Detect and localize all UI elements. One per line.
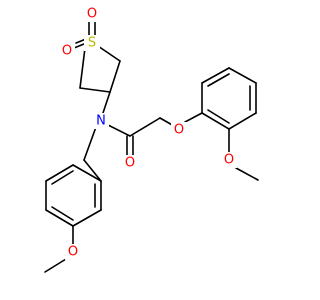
- molecule-diagram: S O O N O O O O: [44, 6, 259, 273]
- atom-labels: S O O N O O O O: [59, 6, 237, 260]
- structure-svg: S O O N O O O O: [44, 6, 259, 273]
- ring-to-nitrogen-bond: [101, 91, 111, 117]
- ether-oxygen-label: O: [174, 123, 184, 138]
- benzyl-methoxy-group: [44, 225, 74, 273]
- aryl-methoxy-oxygen-label: O: [224, 153, 234, 168]
- nitrogen-to-carbonyl-bond: [107, 124, 131, 137]
- amide-nitrogen-label: N: [96, 114, 106, 129]
- carbonyl-to-methylene-bond: [129, 117, 161, 137]
- sulfolane-ring: [79, 41, 121, 93]
- sulfur-atom-label: S: [88, 36, 96, 51]
- sulfone-oxygen-left-label: O: [62, 44, 72, 59]
- sulfone-oxygen-top-label: O: [87, 7, 97, 22]
- carbonyl-double-bond: [126, 135, 134, 158]
- benzyl-methoxy-oxygen-label: O: [68, 245, 78, 260]
- nitrogen-to-benzyl-bond: [83, 126, 97, 161]
- benzyl-ring: [45, 159, 102, 227]
- amide-oxygen-label: O: [125, 156, 135, 171]
- ether-to-aryl-bond: [184, 112, 203, 123]
- methoxyphenyl-ring: [201, 67, 257, 130]
- aryl-methoxy-group: [228, 128, 259, 181]
